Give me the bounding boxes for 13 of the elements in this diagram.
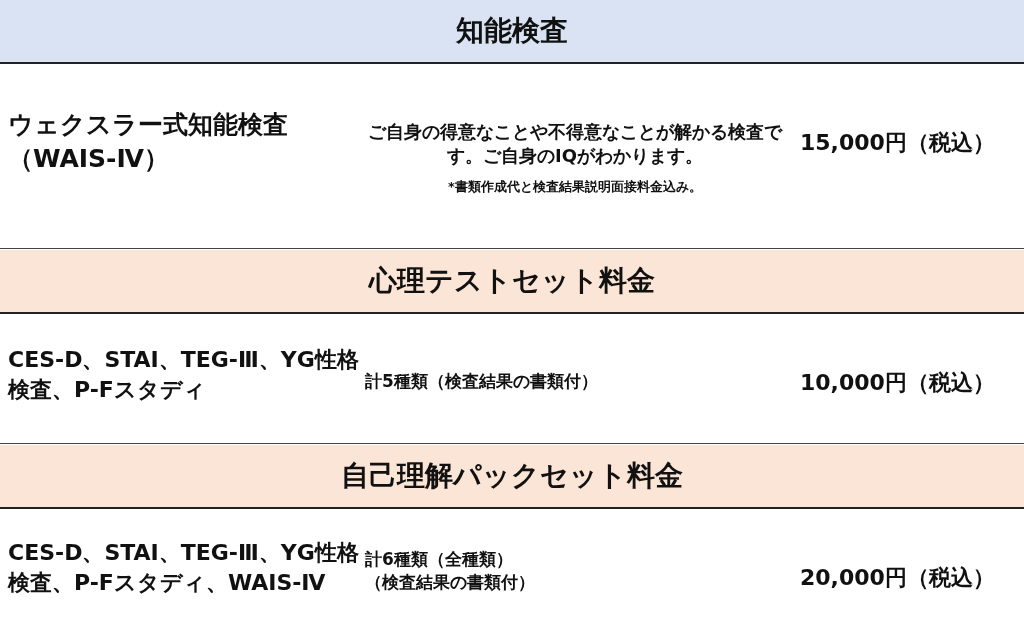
test-name: CES-D、STAI、TEG-Ⅲ、YG性格検査、P-Fスタディ	[8, 346, 360, 404]
section-header: 自己理解パックセット料金	[0, 445, 1024, 509]
test-name: ウェクスラー式知能検査（WAIS-Ⅳ）	[8, 109, 289, 175]
section-header: 心理テストセット料金	[0, 250, 1024, 314]
test-name: CES-D、STAI、TEG-Ⅲ、YG性格検査、P-Fスタディ、WAIS-Ⅳ	[8, 539, 360, 597]
description-text: 計5種類（検査結果の書類付）	[365, 370, 599, 393]
section-header: 知能検査	[0, 0, 1024, 64]
price-text: 10,000円（税込）	[800, 369, 996, 397]
price-text: 15,000円（税込）	[800, 129, 996, 157]
description-text: 計6種類（全種類）（検査結果の書類付）	[365, 548, 536, 594]
note-text: *書類作成代と検査結果説明面接料金込み。	[447, 178, 703, 196]
description-text: ご自身の得意なことや不得意なことが解かる検査です。ご自身のIQがわかります。	[367, 120, 784, 169]
price-text: 20,000円（税込）	[800, 564, 996, 592]
